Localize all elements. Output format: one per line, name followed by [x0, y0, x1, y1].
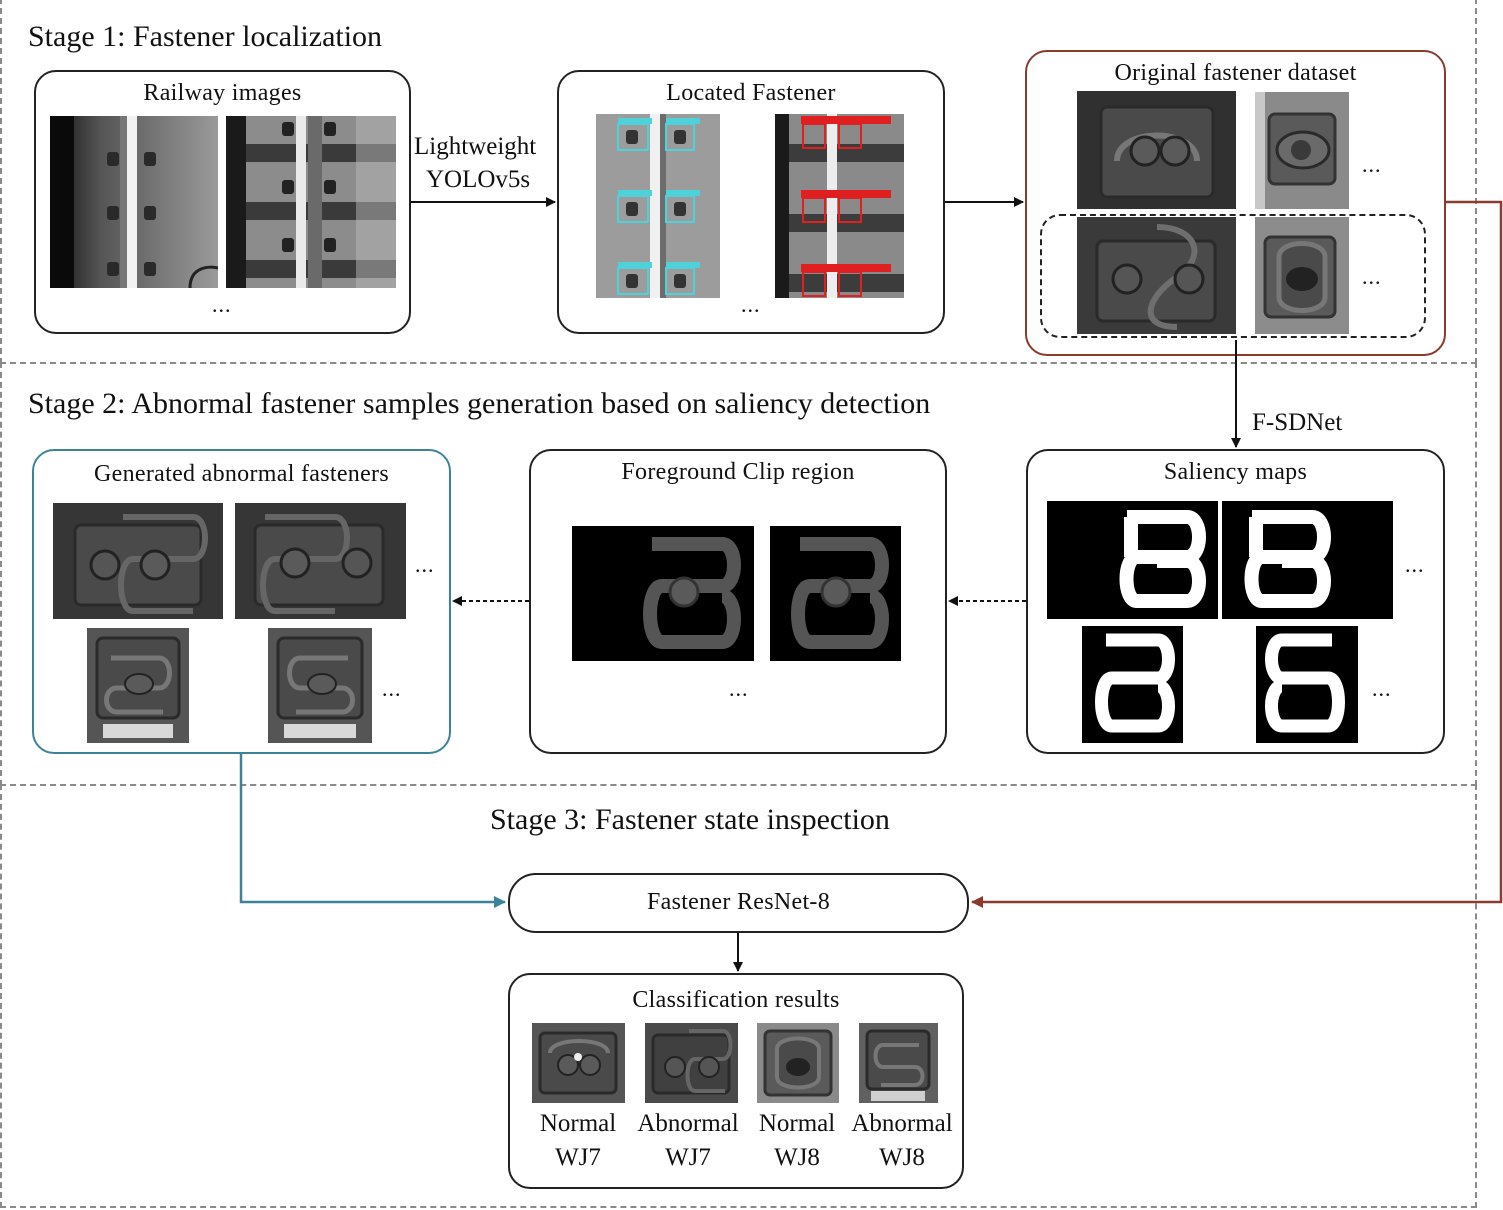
- original-image-3: [1077, 217, 1236, 334]
- railway-ellipsis: ...: [212, 292, 232, 317]
- foreground-clip-title: Foreground Clip region: [621, 459, 855, 485]
- saliency-map-3: [1082, 626, 1183, 743]
- result-label-normal-wj7-line2: WJ7: [555, 1144, 601, 1171]
- generated-ellipsis-2: ...: [382, 676, 402, 701]
- fsdnet-label: F-SDNet: [1252, 409, 1343, 436]
- result-label-abnormal-wj7-line2: WJ7: [665, 1144, 711, 1171]
- railway-images-title: Railway images: [143, 80, 302, 106]
- stage-2-title: Stage 2: Abnormal fastener samples gener…: [28, 387, 931, 420]
- original-image-1: [1077, 91, 1236, 209]
- foreground-clip-1: [572, 526, 754, 661]
- railway-image-1: [50, 116, 218, 288]
- railway-image-2: [226, 116, 396, 288]
- located-fastener-title: Located Fastener: [666, 80, 836, 106]
- result-image-abnormal-wj7: [645, 1023, 738, 1103]
- result-image-normal-wj8: [757, 1023, 839, 1103]
- result-label-normal-wj7-line1: Normal: [539, 1110, 617, 1137]
- result-label-normal-wj8-line1: Normal: [758, 1110, 836, 1137]
- original-image-2: [1255, 92, 1349, 209]
- result-label-abnormal-wj8: Abnormal WJ8: [844, 1107, 960, 1175]
- saliency-map-2: [1222, 501, 1393, 619]
- yolo-label-line2: YOLOv5s: [426, 166, 531, 193]
- located-ellipsis: ...: [741, 292, 761, 317]
- fastener-resnet-title: Fastener ResNet-8: [646, 889, 831, 915]
- result-image-normal-wj7: [532, 1023, 625, 1103]
- stage-3-title: Stage 3: Fastener state inspection: [490, 803, 890, 836]
- result-label-normal-wj7: Normal WJ7: [528, 1107, 628, 1175]
- generated-image-4: [268, 628, 372, 743]
- saliency-ellipsis-1: ...: [1405, 552, 1425, 577]
- result-image-abnormal-wj8: [859, 1023, 938, 1103]
- saliency-map-4: [1256, 626, 1358, 743]
- located-image-2: [775, 114, 904, 298]
- original-ellipsis-2: ...: [1362, 264, 1382, 289]
- foreground-clip-2: [770, 526, 901, 661]
- saliency-ellipsis-2: ...: [1372, 676, 1392, 701]
- result-label-normal-wj8: Normal WJ8: [750, 1107, 844, 1175]
- result-label-abnormal-wj7: Abnormal WJ7: [630, 1107, 746, 1175]
- generated-image-1: [53, 503, 223, 619]
- generated-abnormal-title: Generated abnormal fasteners: [94, 461, 389, 487]
- stage-1-title: Stage 1: Fastener localization: [28, 20, 383, 53]
- result-label-abnormal-wj8-line2: WJ8: [879, 1144, 925, 1171]
- fastener-resnet-box: Fastener ResNet-8: [508, 873, 969, 933]
- saliency-map-1: [1047, 501, 1218, 619]
- generated-image-2: [235, 503, 406, 619]
- yolo-label-line1: Lightweight: [414, 133, 537, 160]
- result-label-normal-wj8-line2: WJ8: [774, 1144, 820, 1171]
- result-label-abnormal-wj7-line1: Abnormal: [637, 1110, 739, 1137]
- original-ellipsis-1: ...: [1362, 152, 1382, 177]
- saliency-maps-title: Saliency maps: [1163, 459, 1308, 485]
- classification-results-title: Classification results: [632, 987, 840, 1013]
- stage-3-frame: [0, 784, 1477, 1208]
- generated-image-3: [87, 628, 189, 743]
- result-label-abnormal-wj8-line1: Abnormal: [851, 1110, 953, 1137]
- generated-ellipsis-1: ...: [415, 552, 435, 577]
- original-dataset-title: Original fastener dataset: [1114, 60, 1357, 86]
- located-image-1: [596, 114, 720, 298]
- original-image-4: [1255, 217, 1349, 334]
- foreground-ellipsis: ...: [729, 676, 749, 701]
